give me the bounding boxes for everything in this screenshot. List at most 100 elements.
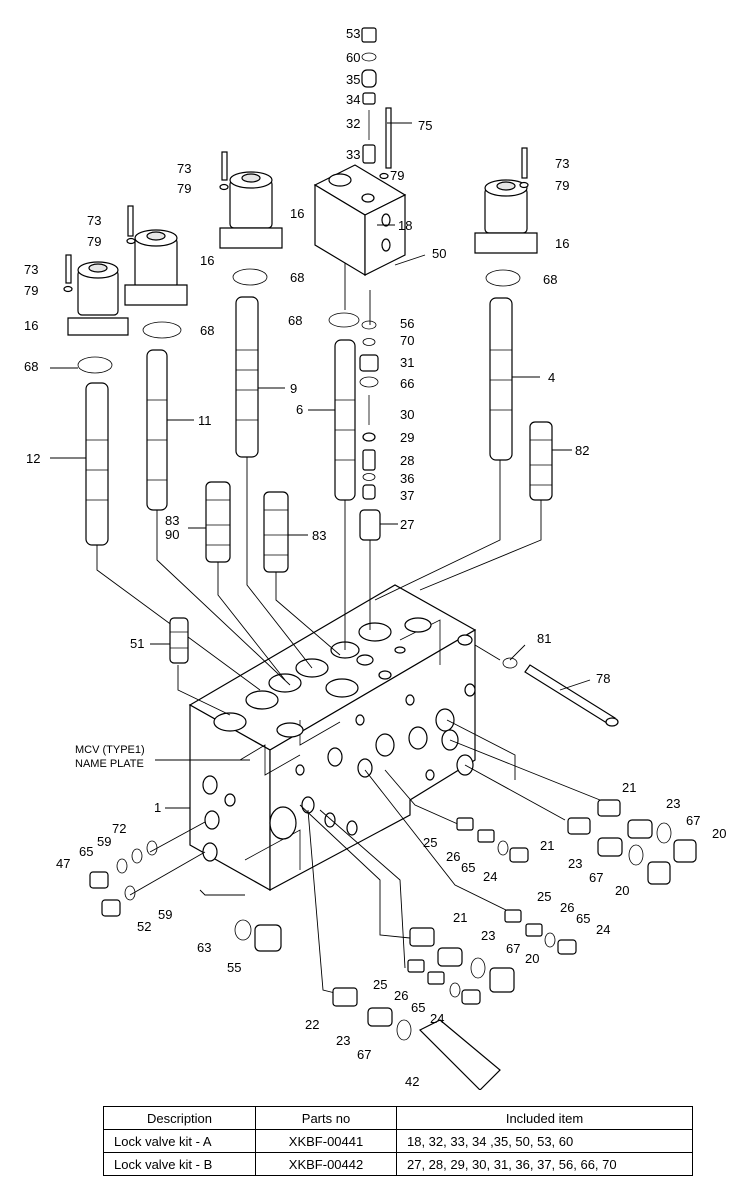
- part-label-23c: 23: [481, 928, 495, 943]
- part-label-20c: 20: [525, 951, 539, 966]
- part-label-20a: 20: [712, 826, 726, 841]
- header-parts-no: Parts no: [255, 1106, 397, 1130]
- part-label-73b: 73: [555, 156, 569, 171]
- part-label-53: 53: [346, 26, 360, 41]
- part-label-81: 81: [537, 631, 551, 646]
- part-label-65b: 65: [461, 860, 475, 875]
- part-label-73a: 73: [177, 161, 191, 176]
- part-label-68c: 68: [290, 270, 304, 285]
- part-label-25c: 25: [373, 977, 387, 992]
- part-label-24b: 24: [596, 922, 610, 937]
- part-label-51: 51: [130, 636, 144, 651]
- part-label-21a: 21: [622, 780, 636, 795]
- row-included-items: 27, 28, 29, 30, 31, 36, 37, 56, 66, 70: [396, 1152, 693, 1176]
- solenoid-valve-16-c: [219, 171, 283, 249]
- part-label-59a: 59: [97, 834, 111, 849]
- part-label-24a: 24: [483, 869, 497, 884]
- part-label-68d: 68: [543, 272, 557, 287]
- part-label-16b: 16: [200, 253, 214, 268]
- part-label-72: 72: [112, 821, 126, 836]
- label-leaders: [50, 122, 591, 809]
- lock-valve-small-parts: [359, 27, 392, 541]
- part-label-79c: 79: [555, 178, 569, 193]
- header-included-item: Included item: [396, 1106, 693, 1130]
- spools: [85, 296, 513, 546]
- part-label-82: 82: [575, 443, 589, 458]
- part-label-36: 36: [400, 471, 414, 486]
- part-label-30: 30: [400, 407, 414, 422]
- part-label-67b: 67: [589, 870, 603, 885]
- o-rings-68: [77, 268, 521, 374]
- part-label-75: 75: [418, 118, 432, 133]
- part-label-16c: 16: [290, 206, 304, 221]
- row-parts-no: XKBF-00441: [255, 1129, 397, 1153]
- plug-assemblies: [89, 799, 697, 1090]
- part-label-68a: 68: [24, 359, 38, 374]
- row-description: Lock valve kit - A: [103, 1129, 256, 1153]
- part-label-9: 9: [290, 381, 297, 396]
- part-label-4: 4: [548, 370, 555, 385]
- part-label-79a: 79: [177, 181, 191, 196]
- bolts-73-washers-79: [63, 147, 529, 293]
- part-label-1: 1: [154, 800, 161, 815]
- row-parts-no: XKBF-00442: [255, 1152, 397, 1176]
- tie-bolt-78: [502, 657, 619, 727]
- part-label-25b: 25: [537, 889, 551, 904]
- part-label-79b: 79: [390, 168, 404, 183]
- part-label-26b: 26: [560, 900, 574, 915]
- part-label-50: 50: [432, 246, 446, 261]
- solenoid-valve-16-d: [474, 179, 538, 254]
- header-description: Description: [103, 1106, 256, 1130]
- part-label-68e: 68: [288, 313, 302, 328]
- part-label-23b: 23: [568, 856, 582, 871]
- part-label-26c: 26: [394, 988, 408, 1003]
- part-label-73d: 73: [24, 262, 38, 277]
- part-label-56: 56: [400, 316, 414, 331]
- table-row: Lock valve kit - B XKBF-00442 27, 28, 29…: [103, 1152, 693, 1176]
- row-description: Lock valve kit - B: [103, 1152, 256, 1176]
- part-label-67a: 67: [686, 813, 700, 828]
- part-label-16a: 16: [24, 318, 38, 333]
- part-label-83a: 83: [165, 513, 179, 528]
- part-label-27: 27: [400, 517, 414, 532]
- part-label-60: 60: [346, 50, 360, 65]
- part-label-59b: 59: [158, 907, 172, 922]
- part-label-63: 63: [197, 940, 211, 955]
- part-label-12: 12: [26, 451, 40, 466]
- part-label-90: 90: [165, 527, 179, 542]
- part-label-52: 52: [137, 919, 151, 934]
- part-label-65c: 65: [576, 911, 590, 926]
- solenoid-valve-16-b: [124, 229, 188, 306]
- part-label-68b: 68: [200, 323, 214, 338]
- lock-valve-kit-table: Description Parts no Included item Lock …: [103, 1106, 693, 1176]
- part-label-42: 42: [405, 1074, 419, 1089]
- part-labels: 53 60 35 34 32 75 33 73 79 79 73 79 16 1…: [24, 26, 726, 1089]
- part-label-6: 6: [296, 402, 303, 417]
- part-label-31: 31: [400, 355, 414, 370]
- part-label-79d: 79: [87, 234, 101, 249]
- part-label-22: 22: [305, 1017, 319, 1032]
- part-label-67d: 67: [357, 1047, 371, 1062]
- kit-table-header: Description Parts no Included item: [103, 1106, 693, 1130]
- part-label-83b: 83: [312, 528, 326, 543]
- part-label-25a: 25: [423, 835, 437, 850]
- part-label-34: 34: [346, 92, 360, 107]
- part-label-47: 47: [56, 856, 70, 871]
- lock-valve-block-18: [313, 164, 407, 277]
- part-label-20b: 20: [615, 883, 629, 898]
- part-label-35: 35: [346, 72, 360, 87]
- mcv-label-line2: NAME PLATE: [75, 758, 144, 770]
- part-label-79e: 79: [24, 283, 38, 298]
- part-label-73c: 73: [87, 213, 101, 228]
- part-label-67c: 67: [506, 941, 520, 956]
- exploded-parts-diagram: 53 60 35 34 32 75 33 73 79 79 73 79 16 1…: [24, 26, 726, 1090]
- part-label-21c: 21: [453, 910, 467, 925]
- part-label-33: 33: [346, 147, 360, 162]
- part-label-16d: 16: [555, 236, 569, 251]
- part-label-78: 78: [596, 671, 610, 686]
- part-label-23d: 23: [336, 1033, 350, 1048]
- part-label-18: 18: [398, 218, 412, 233]
- solenoid-valve-16-a: [67, 261, 129, 336]
- part-label-32: 32: [346, 116, 360, 131]
- part-label-24c: 24: [430, 1011, 444, 1026]
